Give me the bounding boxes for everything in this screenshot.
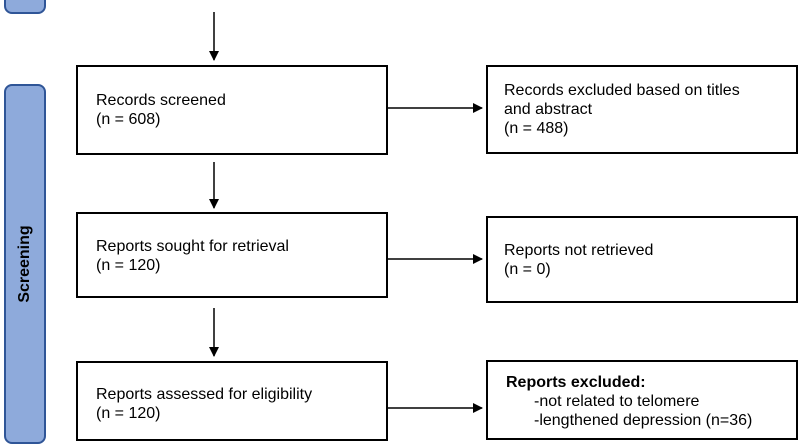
reports-sought-count: (n = 120): [96, 257, 161, 274]
reports-excluded-reason-2: -lengthened depression (n=36): [534, 412, 753, 429]
screening-phase-tab: Screening: [4, 84, 46, 444]
reports-assessed-count: (n = 120): [96, 405, 161, 422]
flow-arrows: [209, 12, 483, 413]
reports-excluded-box: Reports excluded: -not related to telome…: [486, 360, 798, 440]
reports-sought-title: Reports sought for retrieval: [96, 238, 289, 255]
records-screened-count: (n = 608): [96, 111, 161, 128]
records-excluded-box: Records excluded based on titles and abs…: [486, 65, 798, 154]
reports-excluded-reason-1: -not related to telomere: [534, 393, 700, 410]
reports-sought-box: Reports sought for retrieval (n = 120): [76, 212, 388, 298]
identification-phase-tab: [4, 0, 46, 14]
reports-not-retrieved-title: Reports not retrieved: [504, 242, 654, 259]
records-excluded-line2: and abstract: [504, 101, 593, 118]
records-excluded-count: (n = 488): [504, 120, 569, 137]
reports-assessed-title: Reports assessed for eligibility: [96, 386, 313, 403]
records-screened-title: Records screened: [96, 92, 226, 109]
reports-assessed-box: Reports assessed for eligibility (n = 12…: [76, 361, 388, 441]
reports-excluded-title: Reports excluded:: [506, 374, 646, 391]
reports-not-retrieved-box: Reports not retrieved (n = 0): [486, 216, 798, 303]
records-screened-box: Records screened (n = 608): [76, 65, 388, 155]
reports-not-retrieved-count: (n = 0): [504, 261, 551, 278]
records-excluded-line1: Records excluded based on titles: [504, 82, 740, 99]
